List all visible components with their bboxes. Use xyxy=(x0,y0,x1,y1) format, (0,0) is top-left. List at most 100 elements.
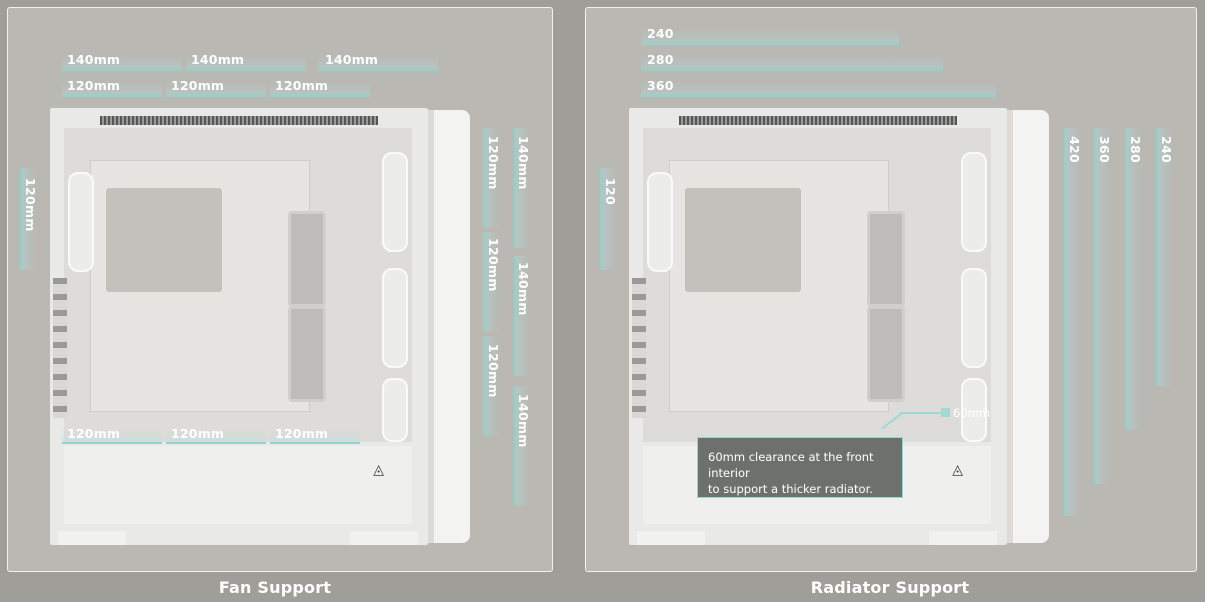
clearance-label: 60mm xyxy=(953,406,991,420)
cable-grommet-top xyxy=(867,211,905,307)
front-radiator-label-420: 420 xyxy=(1067,136,1082,163)
front-radiator-marker-240 xyxy=(1158,128,1173,386)
top-fan-line-120-3 xyxy=(270,95,370,97)
top-radiator-label-240: 240 xyxy=(647,26,674,41)
foot-left xyxy=(637,531,705,545)
top-fan-marker-140-1 xyxy=(62,55,182,70)
cable-grommet-top xyxy=(288,211,326,307)
bottom-fan-label-3: 120mm xyxy=(275,426,329,441)
top-fan-label-120-1: 120mm xyxy=(67,78,121,93)
bottom-fan-line-3 xyxy=(270,442,360,444)
front-fan-3 xyxy=(961,378,987,442)
radiator-support-caption: Radiator Support xyxy=(810,578,970,597)
front-fan-label-120-1: 120mm xyxy=(486,136,501,190)
front-fan-label-140-1: 140mm xyxy=(516,136,531,190)
front-radiator-line-280 xyxy=(1125,128,1127,430)
rear-fan xyxy=(647,172,673,272)
top-radiator-marker-240 xyxy=(641,29,899,44)
top-radiator-line-360 xyxy=(641,95,996,97)
front-radiator-label-280: 280 xyxy=(1128,136,1143,163)
top-radiator-label-360: 360 xyxy=(647,78,674,93)
front-fan-1 xyxy=(961,152,987,252)
cpu-cutout xyxy=(106,188,222,292)
front-fan-marker-120-2 xyxy=(485,232,500,332)
top-fan-label-120-2: 120mm xyxy=(171,78,225,93)
fan-support-caption: Fan Support xyxy=(218,578,332,597)
rear-radiator-line xyxy=(600,168,602,270)
rear-fan-line xyxy=(20,168,22,270)
clearance-marker xyxy=(941,408,950,417)
front-panel xyxy=(1007,110,1049,543)
front-panel xyxy=(428,110,470,543)
top-fan-marker-120-2 xyxy=(166,81,266,96)
bottom-fan-label-1: 120mm xyxy=(67,426,121,441)
front-fan-label-120-2: 120mm xyxy=(486,238,501,292)
front-fan-2 xyxy=(961,268,987,368)
foot-right xyxy=(929,531,997,545)
front-fan-line-120-2 xyxy=(483,232,485,332)
front-fan-marker-120-3 xyxy=(485,336,500,436)
front-radiator-line-240 xyxy=(1156,128,1158,386)
front-fan-label-140-2: 140mm xyxy=(516,262,531,316)
front-radiator-marker-420 xyxy=(1066,128,1081,516)
top-fan-line-140-3 xyxy=(318,69,438,71)
top-fan-marker-140-2 xyxy=(186,55,306,70)
top-radiator-line-280 xyxy=(641,69,943,71)
front-radiator-line-420 xyxy=(1064,128,1066,516)
bottom-fan-label-2: 120mm xyxy=(171,426,225,441)
psu-shroud: ◬ xyxy=(64,446,412,524)
rear-fan-label: 120mm xyxy=(23,178,38,232)
rear-radiator-label: 120 xyxy=(603,178,618,205)
front-fan-line-140-2 xyxy=(514,256,516,376)
top-fan-line-120-1 xyxy=(62,95,162,97)
top-fan-marker-140-3 xyxy=(318,55,438,70)
top-fan-label-140-2: 140mm xyxy=(191,52,245,67)
triangle-logo-icon: ◬ xyxy=(373,462,384,478)
top-fan-line-140-2 xyxy=(186,69,306,71)
front-fan-3 xyxy=(382,378,408,442)
front-radiator-marker-360 xyxy=(1096,128,1111,484)
front-fan-line-140-3 xyxy=(514,386,516,506)
top-fan-line-120-2 xyxy=(166,95,266,97)
clearance-note-line-2: to support a thicker radiator. xyxy=(708,482,873,496)
front-fan-marker-120-1 xyxy=(485,128,500,228)
cable-grommet-bottom xyxy=(867,306,905,402)
clearance-note: 60mm clearance at the front interior to … xyxy=(697,437,903,498)
foot-left xyxy=(58,531,126,545)
front-radiator-marker-280 xyxy=(1127,128,1142,430)
clearance-leader-h xyxy=(900,412,941,414)
top-vent xyxy=(679,116,957,125)
foot-right xyxy=(350,531,418,545)
top-fan-line-140-1 xyxy=(62,69,182,71)
rear-radiator-marker xyxy=(602,168,617,270)
bottom-fan-marker-3 xyxy=(270,428,360,443)
bottom-fan-marker-1 xyxy=(62,428,162,443)
front-radiator-label-240: 240 xyxy=(1159,136,1174,163)
front-radiator-label-360: 360 xyxy=(1097,136,1112,163)
bottom-fan-line-2 xyxy=(166,442,266,444)
top-fan-marker-120-1 xyxy=(62,81,162,96)
front-fan-marker-140-2 xyxy=(516,256,531,376)
top-fan-marker-120-3 xyxy=(270,81,370,96)
expansion-slots xyxy=(632,278,646,418)
top-vent xyxy=(100,116,378,125)
front-fan-label-120-3: 120mm xyxy=(486,344,501,398)
rear-fan xyxy=(68,172,94,272)
clearance-note-line-1: 60mm clearance at the front interior xyxy=(708,450,874,480)
top-fan-label-140-3: 140mm xyxy=(325,52,379,67)
front-fan-1 xyxy=(382,152,408,252)
top-radiator-line-240 xyxy=(641,43,899,45)
front-fan-marker-140-1 xyxy=(516,128,531,248)
top-radiator-label-280: 280 xyxy=(647,52,674,67)
triangle-logo-icon: ◬ xyxy=(952,462,963,478)
front-fan-line-120-1 xyxy=(483,128,485,228)
expansion-slots xyxy=(53,278,67,418)
front-fan-2 xyxy=(382,268,408,368)
cable-grommet-bottom xyxy=(288,306,326,402)
front-fan-line-140-1 xyxy=(514,128,516,248)
top-radiator-marker-360 xyxy=(641,81,996,96)
bottom-fan-line-1 xyxy=(62,442,162,444)
front-fan-line-120-3 xyxy=(483,336,485,436)
bottom-fan-marker-2 xyxy=(166,428,266,443)
front-fan-marker-140-3 xyxy=(516,386,531,506)
